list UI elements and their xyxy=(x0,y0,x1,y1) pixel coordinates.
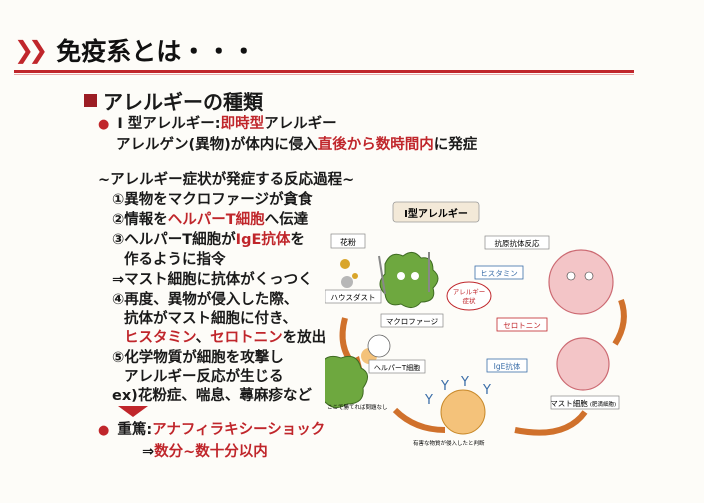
mast-label: マスト細胞 xyxy=(550,398,588,408)
mast-cell-eye-icon xyxy=(566,271,576,281)
pollen-icon xyxy=(340,259,350,269)
dust-icon xyxy=(341,276,353,288)
serotonin-label-box xyxy=(496,317,548,332)
helper-t-cell-icon xyxy=(325,355,368,408)
mast-cell-eye-icon xyxy=(584,271,594,281)
pollen-label: 花粉 xyxy=(340,237,356,247)
step-3-result: ⇒マスト細胞に抗体がくっつく xyxy=(112,272,313,288)
histamine-label-box xyxy=(474,265,524,280)
note-2: 有害な物質が侵入したと判断 xyxy=(413,439,485,447)
diagram-title: Ⅰ型アレルギー xyxy=(404,207,468,220)
chevron-icon: ❯❯ xyxy=(14,36,48,64)
flow-arrow-icon xyxy=(612,298,627,346)
allergy-bubble-line2: 症状 xyxy=(463,296,477,305)
title-rule xyxy=(14,70,634,73)
title-row: ❯❯ 免疫系とは・・・ xyxy=(14,32,256,68)
bullet-dot-icon: ● xyxy=(98,117,110,132)
step-5b: アレルギー反応が生じる xyxy=(124,369,284,385)
diagram-title-box xyxy=(392,201,480,223)
histamine-label: ヒスタミン xyxy=(480,269,518,278)
step-4c: ヒスタミン、セロトニンを放出 xyxy=(124,330,327,346)
macrophage-label-box xyxy=(380,313,444,328)
examples: ex)花粉症、喘息、蕁麻疹など xyxy=(112,388,312,404)
step-3: ③ヘルパーT細胞がIgE抗体を xyxy=(112,232,305,248)
mast-cell-icon xyxy=(548,249,614,315)
step-3-cont: 作るように指令 xyxy=(124,252,226,268)
b-cell-icon xyxy=(440,389,486,435)
antibody-icon: Y xyxy=(460,375,469,390)
serotonin-label: セロトニン xyxy=(503,321,541,330)
step-4a: ④再度、異物が侵入した際、 xyxy=(112,292,299,308)
flow-arrow-icon xyxy=(392,407,446,433)
knife-icon xyxy=(378,255,386,295)
allergy-bubble-icon xyxy=(446,281,492,311)
allergy-bubble-line1: アレルギー xyxy=(453,288,486,296)
mast-label-box xyxy=(550,395,620,410)
step-1: ①異物をマクロファージが貪食 xyxy=(112,192,313,208)
reaction-label-box xyxy=(484,235,550,250)
allergy-diagram: Ⅰ型アレルギー 花粉 ハウスダスト マクロファージ ヘルパーT細胞 ここで勝てれ… xyxy=(325,201,627,447)
severe-time: ⇒数分~数十分以内 xyxy=(142,444,268,460)
flow-arrow-icon xyxy=(514,410,588,436)
dust-label: ハウスダスト xyxy=(331,292,376,302)
pollen-label-box xyxy=(330,233,366,249)
antibody-icon: Y xyxy=(440,379,449,394)
step-4b: 抗体がマスト細胞に付き、 xyxy=(124,311,297,327)
helper-t-label-box xyxy=(368,359,426,374)
pollen-icon xyxy=(352,273,358,279)
step-2: ②情報をヘルパーT細胞へ伝達 xyxy=(112,212,309,228)
bullet-dot-icon: ● xyxy=(98,423,110,438)
macrophage-eye-icon xyxy=(397,272,405,280)
down-arrow-icon xyxy=(118,406,148,417)
type1-desc: アレルゲン(異物)が体内に侵入直後から数時間内に発症 xyxy=(116,137,478,153)
macrophage-icon xyxy=(379,252,439,308)
reaction-label: 抗原抗体反応 xyxy=(495,238,540,248)
mast-cell-icon xyxy=(556,337,610,391)
ige-label: IgE抗体 xyxy=(494,361,521,371)
dust-label-box xyxy=(325,289,382,304)
ige-label-box xyxy=(486,358,528,373)
helper-t-label: ヘルパーT細胞 xyxy=(374,363,420,372)
antibody-icon: Y xyxy=(424,393,433,408)
process-heading: ~アレルギー症状が発症する反応過程~ xyxy=(98,172,355,188)
step-5a: ⑤化学物質が細胞を攻撃し xyxy=(112,350,284,366)
page-title: 免疫系とは・・・ xyxy=(56,37,257,66)
note-1: ここで勝てれば問題なし xyxy=(327,403,388,411)
mast-label-note: (肥満細胞) xyxy=(590,400,616,408)
title-rule-thin xyxy=(14,74,634,75)
type1-label: ●Ⅰ 型アレルギー:即時型アレルギー xyxy=(98,116,337,132)
section-heading: アレルギーの種類 xyxy=(84,86,263,115)
macrophage-label: マクロファージ xyxy=(386,317,439,326)
antibody-icon: Y xyxy=(482,383,491,398)
square-bullet-icon xyxy=(84,94,97,107)
macrophage-eye-icon xyxy=(411,272,419,280)
severe-label: ●重篤:アナフィラキシーショック xyxy=(98,422,326,438)
speech-bubble-icon xyxy=(367,334,391,358)
